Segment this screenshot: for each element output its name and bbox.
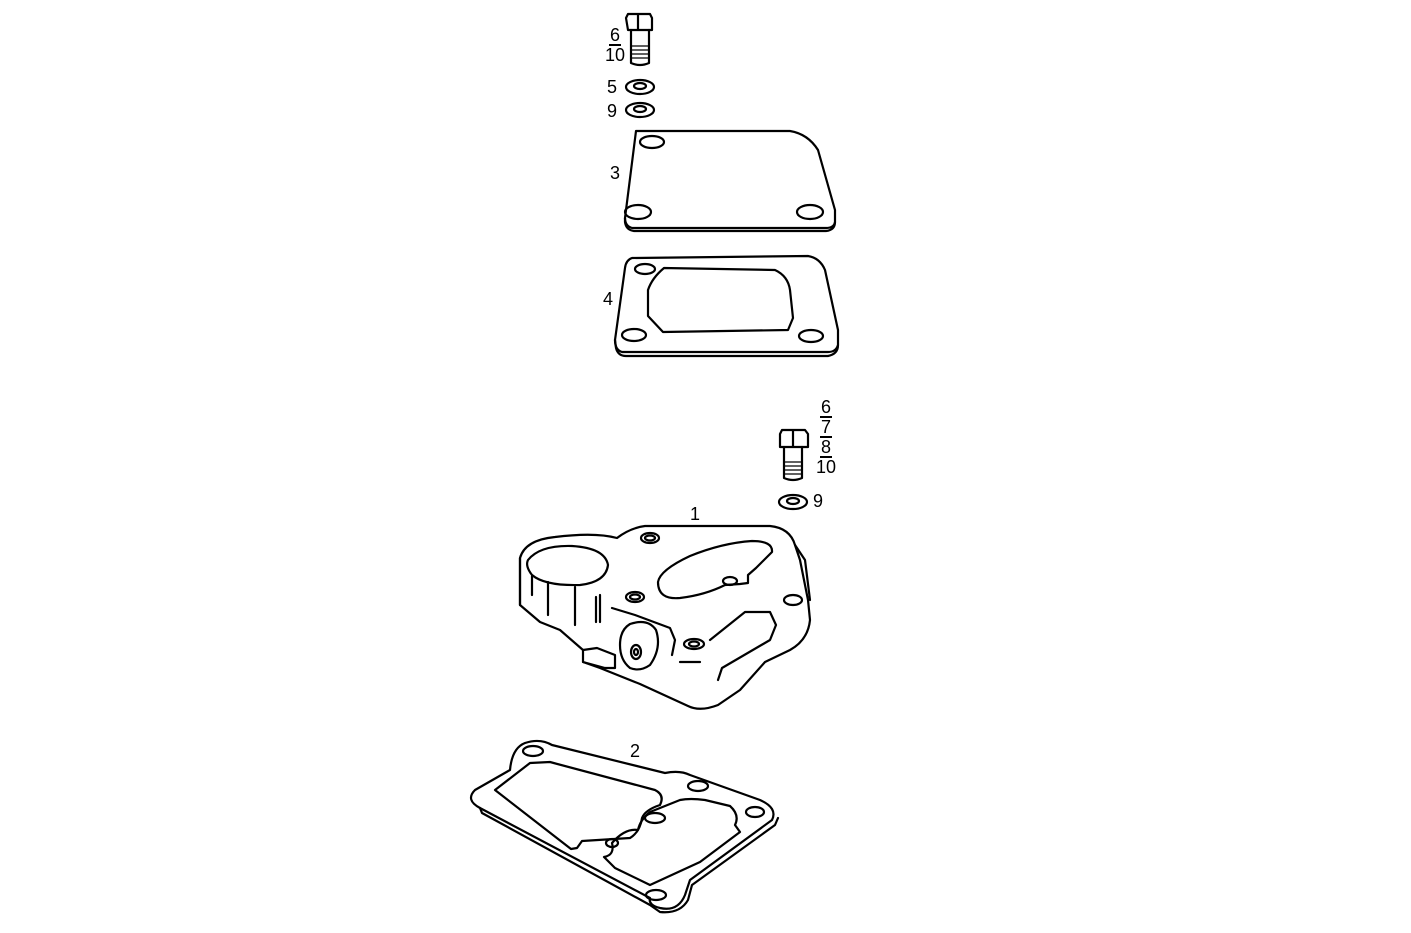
callout-10: 10 [816, 457, 837, 477]
washer-5-icon [624, 78, 656, 96]
base-gasket-drawing [469, 739, 780, 914]
cover-plate-drawing [623, 129, 837, 233]
callout-10: 10 [605, 45, 626, 65]
callout-6: 6 [609, 25, 622, 46]
callout-8: 8 [820, 437, 833, 458]
callout-6: 6 [820, 397, 833, 418]
side-bolt-label: 6 7 8 10 [815, 398, 837, 476]
top-bolt-label: 6 10 [604, 26, 626, 64]
callout-1: 1 [690, 504, 701, 524]
callout-7: 7 [820, 417, 833, 438]
callout-9: 9 [607, 101, 618, 121]
side-bolt-icon [778, 428, 810, 482]
housing-drawing [518, 524, 812, 710]
callout-2: 2 [630, 741, 641, 761]
washer-9-icon [624, 101, 656, 119]
callout-3: 3 [610, 163, 621, 183]
callout-5: 5 [607, 77, 618, 97]
top-bolt-icon [624, 12, 654, 67]
callout-4: 4 [603, 289, 614, 309]
side-washer-icon [777, 493, 809, 511]
cover-gasket-drawing [613, 254, 840, 358]
callout-9-side: 9 [813, 491, 824, 511]
